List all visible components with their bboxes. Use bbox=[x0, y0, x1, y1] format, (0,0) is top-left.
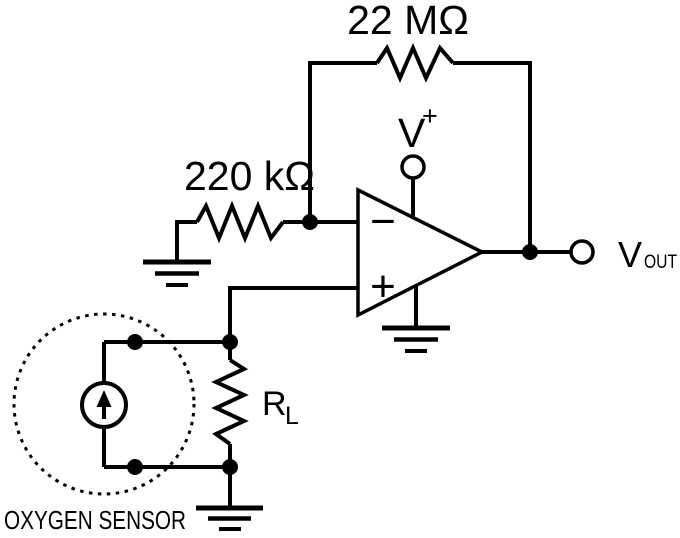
op-amp-noninverting-sign: + bbox=[370, 262, 396, 311]
output-terminal-icon bbox=[569, 239, 595, 265]
input-ground-icon bbox=[143, 259, 211, 287]
noninverting-input-wiring bbox=[228, 286, 358, 342]
load-ground-icon bbox=[196, 505, 263, 531]
junction-dot-load-top bbox=[222, 334, 238, 350]
sensor-caption: OXYGEN SENSOR bbox=[4, 505, 186, 535]
junction-dot-load-bottom bbox=[222, 459, 238, 475]
oxygen-sensor: OXYGEN SENSOR bbox=[4, 312, 230, 535]
supply-label: V bbox=[398, 110, 426, 156]
op-amp-ground-icon bbox=[382, 325, 450, 353]
junction-dot-output-node bbox=[522, 244, 538, 260]
junction-dot-sensor-top bbox=[127, 334, 143, 350]
current-arrow-icon bbox=[96, 390, 112, 407]
feedback-resistor-label: 22 MΩ bbox=[347, 0, 469, 43]
junction-dot-sensor-bottom bbox=[127, 459, 143, 475]
input-resistor-left-lead bbox=[175, 220, 197, 262]
input-resistor-label: 220 kΩ bbox=[184, 153, 315, 199]
load-resistor-icon bbox=[211, 358, 249, 446]
load-resistor-label: R bbox=[262, 385, 287, 423]
output-label-subscript: OUT bbox=[644, 252, 677, 273]
output-label: V bbox=[618, 234, 642, 275]
output-branch: V OUT bbox=[482, 234, 677, 275]
op-amp-ground-branch bbox=[382, 286, 450, 353]
op-amp-inverting-sign: − bbox=[370, 197, 396, 246]
junction-dots bbox=[127, 214, 538, 475]
supply-label-superscript: + bbox=[422, 101, 438, 131]
op-amp: − + V + bbox=[356, 101, 486, 353]
feedback-wire-right bbox=[453, 61, 532, 252]
supply-terminal-icon bbox=[400, 154, 426, 180]
load-resistor-branch: R L bbox=[196, 342, 299, 531]
feedback-loop: 22 MΩ bbox=[308, 0, 532, 252]
feedback-resistor-icon bbox=[375, 42, 455, 84]
input-resistor-icon bbox=[195, 200, 285, 244]
junction-dot-inverting-node bbox=[302, 214, 318, 230]
op-amp-triangle bbox=[356, 187, 486, 318]
supply-branch: V + bbox=[398, 101, 438, 219]
current-source-icon bbox=[80, 381, 128, 429]
noninverting-input-wire bbox=[228, 286, 358, 342]
input-branch: 220 kΩ bbox=[143, 153, 358, 287]
feedback-wire-left bbox=[308, 61, 377, 222]
sensor-boundary-dashed-circle bbox=[12, 312, 196, 496]
load-resistor-label-subscript: L bbox=[285, 402, 299, 430]
